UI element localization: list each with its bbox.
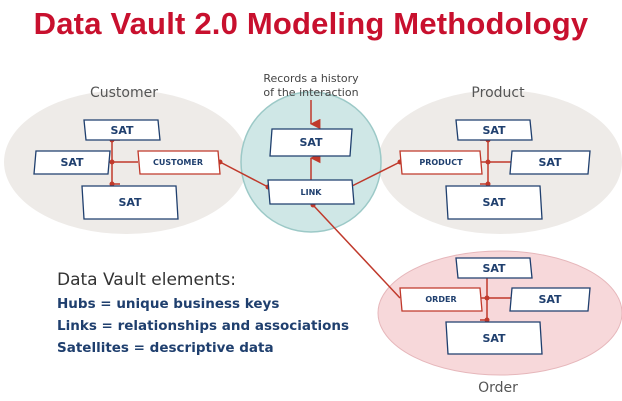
order-sat-bottom [445, 321, 543, 355]
link-node-label: LINK [301, 188, 323, 197]
order-sat-top [455, 257, 533, 279]
order-group-label: Order [478, 380, 518, 396]
product-group-label: Product [471, 85, 525, 101]
product-sat-bottom [445, 185, 543, 220]
sat-labels: SAT SAT SAT SAT SAT SAT SAT SAT SAT SAT [60, 124, 562, 345]
annotation-line-2: of the interaction [263, 86, 358, 99]
product-sat-top [455, 119, 533, 141]
order-sat-right-label: SAT [538, 293, 562, 306]
customer-sat-bottom-label: SAT [118, 196, 142, 209]
customer-sat-top-label: SAT [110, 124, 134, 137]
product-sat-right [509, 150, 591, 175]
order-group-ellipse [377, 250, 622, 376]
product-hub [399, 150, 483, 175]
order-sat-top-label: SAT [482, 262, 506, 275]
customer-hub [137, 150, 221, 175]
sat-nodes [33, 119, 591, 355]
customer-sat-left-label: SAT [60, 156, 84, 169]
link-sat [269, 128, 353, 157]
link-node [267, 179, 355, 205]
legend: Data Vault elements: Hubs = unique busin… [57, 270, 349, 362]
legend-satellites: Satellites = descriptive data [57, 340, 274, 356]
product-sat-right-label: SAT [538, 156, 562, 169]
order-sat-right [509, 287, 591, 312]
product-sat-bottom-label: SAT [482, 196, 506, 209]
order-sat-bottom-label: SAT [482, 332, 506, 345]
product-sat-top-label: SAT [482, 124, 506, 137]
legend-hubs: Hubs = unique business keys [57, 296, 280, 312]
customer-sat-bottom [81, 185, 179, 220]
link-sat-label: SAT [299, 136, 323, 149]
annotation-line-1: Records a history [263, 72, 359, 85]
customer-group-label: Customer [90, 85, 158, 101]
hub-nodes [137, 150, 483, 312]
hub-labels: CUSTOMER PRODUCT ORDER LINK [153, 158, 463, 304]
order-hub [399, 287, 483, 312]
product-hub-label: PRODUCT [419, 158, 463, 167]
customer-hub-label: CUSTOMER [153, 158, 203, 167]
customer-sat-top [83, 119, 161, 141]
order-hub-label: ORDER [425, 295, 456, 304]
page-title: Data Vault 2.0 Modeling Methodology [33, 6, 589, 41]
legend-links: Links = relationships and associations [57, 318, 350, 334]
legend-heading: Data Vault elements: [57, 270, 236, 290]
customer-sat-left [33, 150, 111, 175]
